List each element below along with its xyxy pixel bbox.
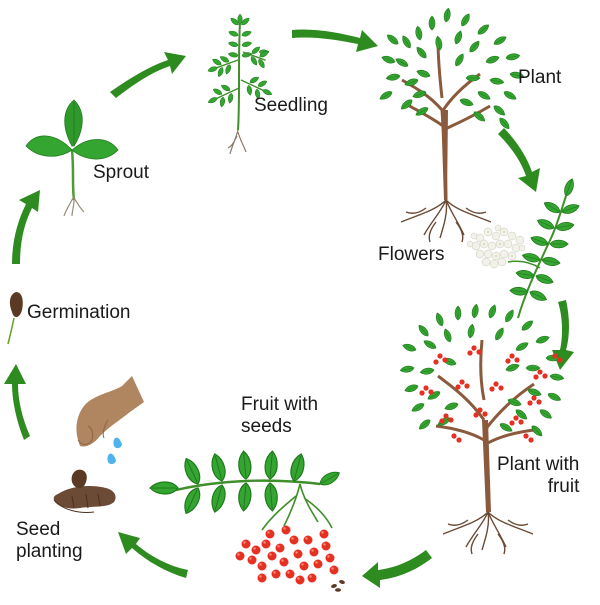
sprout-icon xyxy=(25,99,119,217)
label-plant: Plant xyxy=(518,67,562,88)
fruit-tree-icon xyxy=(399,303,565,555)
plant-tree-icon xyxy=(378,7,525,243)
seedling-icon xyxy=(206,13,274,155)
label-seedling: Seedling xyxy=(254,95,328,116)
label-sprout: Sprout xyxy=(93,162,149,183)
planting-hand-icon xyxy=(53,376,144,513)
label-germination: Germination xyxy=(27,302,131,323)
flowers-branch-icon xyxy=(466,177,581,319)
berry-branch-icon xyxy=(149,449,345,592)
cycle-arrow-icon xyxy=(4,29,574,588)
label-flowers: Flowers xyxy=(378,244,445,265)
label-plant-with-fruit: Plant with fruit xyxy=(497,454,580,497)
label-fruit-with-seeds: Fruit with seeds xyxy=(241,394,319,437)
label-seed-planting: Seed planting xyxy=(16,519,83,562)
germinating-seed-icon xyxy=(7,292,23,345)
